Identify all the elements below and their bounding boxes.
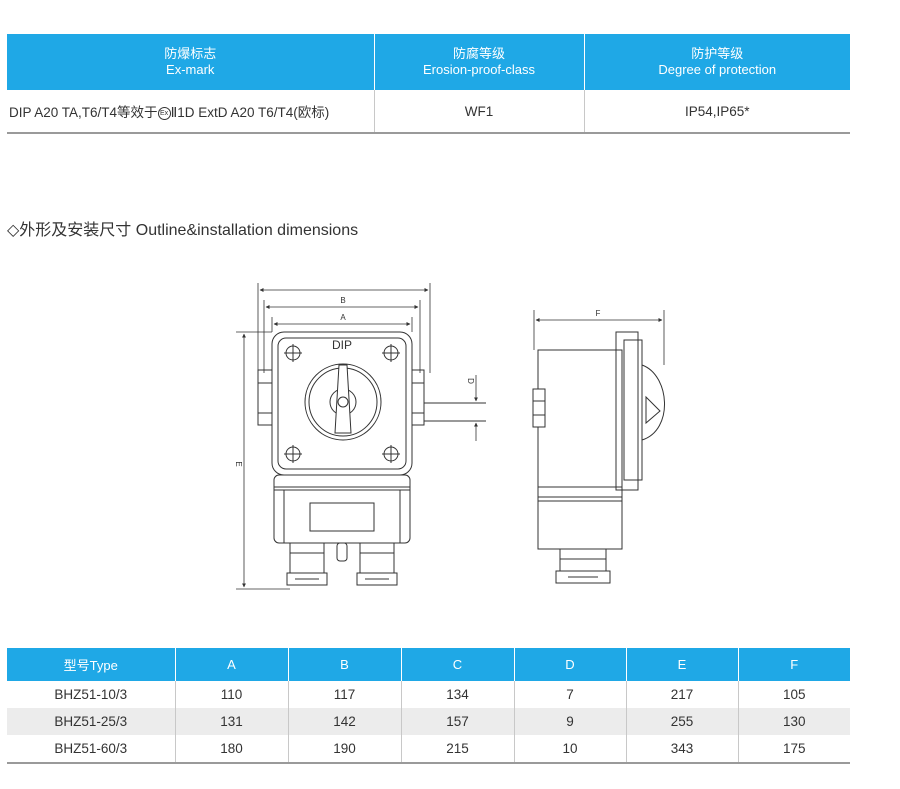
section-heading: ◇外形及安装尺寸 Outline&installation dimensions: [7, 222, 359, 239]
cell-d: 9: [514, 708, 627, 735]
dimension-header-row: 型号Type A B C D E F: [7, 648, 850, 681]
cell-f: 130: [738, 708, 850, 735]
table-row: BHZ51-25/3 131 142 157 9 255 130: [7, 708, 850, 735]
exmark-text-after: Ⅱ1D ExtD A20 T6/T4(欧标): [170, 105, 330, 120]
dim-label-d: D: [466, 378, 475, 384]
dim-header-type: 型号Type: [7, 648, 176, 681]
cell-d: 7: [514, 681, 627, 708]
cell-c: 134: [401, 681, 515, 708]
cell-a: 110: [175, 681, 289, 708]
cell-b: 117: [288, 681, 402, 708]
ex-hexagon-icon: Ex: [157, 106, 171, 120]
dimension-table: 型号Type A B C D E F BHZ51-10/3 110 117 13…: [7, 648, 850, 764]
spec-header-exmark-cn: 防爆标志: [164, 46, 217, 61]
dim-label-a: A: [340, 313, 346, 322]
spec-header-exmark-en: Ex-mark: [166, 62, 215, 77]
spec-header-exmark: 防爆标志 Ex-mark: [7, 34, 375, 90]
spec-header-protection-cn: 防护等级: [691, 46, 744, 61]
side-dimension-lines: [533, 310, 665, 365]
rotary-switch-knob: [304, 363, 382, 441]
dim-label-e: E: [234, 461, 243, 466]
dim-header-d: D: [514, 648, 627, 681]
spec-header-erosion-cn: 防腐等级: [452, 46, 505, 61]
cell-f: 175: [738, 735, 850, 764]
cable-glands: [286, 542, 398, 586]
cover-screws: [284, 344, 400, 463]
dim-header-f: F: [738, 648, 850, 681]
cell-d: 10: [514, 735, 627, 764]
side-view: [532, 331, 665, 584]
exmark-text-before: DIP A20 TA,T6/T4等效于: [9, 105, 158, 120]
cell-e: 255: [626, 708, 739, 735]
spec-cell-protection: IP54,IP65*: [584, 90, 850, 134]
spec-header-erosion: 防腐等级 Erosion-proof-class: [374, 34, 585, 90]
cell-type: BHZ51-60/3: [7, 735, 176, 764]
dim-header-a: A: [175, 648, 289, 681]
front-view: [257, 331, 486, 586]
cell-type: BHZ51-10/3: [7, 681, 176, 708]
cell-c: 157: [401, 708, 515, 735]
spec-header-row: 防爆标志 Ex-mark 防腐等级 Erosion-proof-class 防护…: [7, 34, 850, 90]
front-dip-label: DIP: [332, 338, 352, 352]
cell-e: 217: [626, 681, 739, 708]
spec-table: 防爆标志 Ex-mark 防腐等级 Erosion-proof-class 防护…: [7, 34, 850, 134]
table-row: BHZ51-10/3 110 117 134 7 217 105: [7, 681, 850, 708]
cell-f: 105: [782, 687, 806, 702]
dim-header-c: C: [401, 648, 515, 681]
cell-e: 343: [626, 735, 739, 764]
dim-header-b: B: [288, 648, 402, 681]
cell-type: BHZ51-25/3: [7, 708, 176, 735]
spec-header-protection-en: Degree of protection: [658, 62, 777, 77]
table-row: BHZ51-60/3 180 190 215 10 343 175: [7, 735, 850, 764]
outline-drawing: C B A E D F DIP: [234, 283, 665, 590]
dim-header-e: E: [626, 648, 739, 681]
front-dimension-lines: [236, 283, 478, 590]
dim-label-b: B: [340, 296, 345, 305]
cell-b: 142: [288, 708, 402, 735]
cell-a: 131: [175, 708, 289, 735]
dim-label-f: F: [596, 309, 601, 318]
cell-b: 190: [288, 735, 402, 764]
spec-header-protection: 防护等级 Degree of protection: [584, 34, 850, 90]
spec-header-erosion-en: Erosion-proof-class: [423, 62, 535, 77]
cell-c: 215: [401, 735, 515, 764]
cell-a: 180: [175, 735, 289, 764]
spec-cell-erosion: WF1: [374, 90, 585, 134]
